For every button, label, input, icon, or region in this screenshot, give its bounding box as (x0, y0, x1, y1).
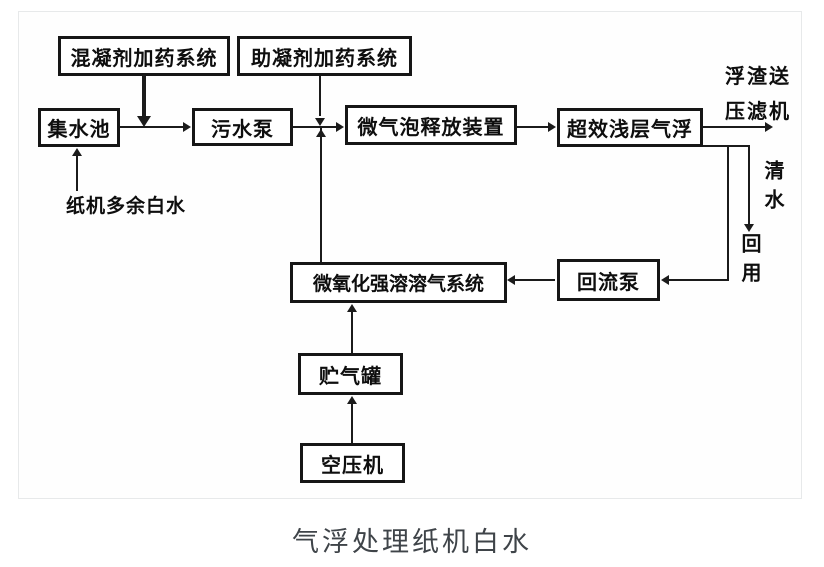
flow-line-daf-to-press (703, 126, 765, 128)
node-coagulant-aid-dosing: 助凝剂加药系统 (237, 36, 412, 76)
arrow-down-icon (744, 224, 754, 232)
flow-line-recycle-down (727, 145, 729, 281)
flow-line-daf-bottom (703, 145, 750, 147)
node-shallow-air-flotation: 超效浅层气浮 (557, 108, 703, 147)
node-micro-oxidation-dissolved-air-system: 微氧化强溶溶气系统 (290, 262, 507, 303)
flow-line-pump-to-dissolved (514, 279, 555, 281)
node-sewage-pump: 污水泵 (192, 108, 293, 146)
flow-line-tank-to-dissolved (351, 312, 353, 353)
label-influent-white-water: 纸机多余白水 (66, 196, 187, 217)
flow-line-dissolved-air-up (320, 128, 322, 262)
arrow-right-icon (183, 122, 191, 132)
flow-line-compressor-to-tank (351, 404, 353, 443)
label-reuse: 回用 (738, 233, 760, 291)
arrow-up-icon (316, 129, 326, 137)
arrow-up-icon (72, 148, 82, 156)
flow-line-clear-water-down (748, 145, 750, 226)
label-scum-line2: 压滤机 (725, 101, 791, 123)
arrow-down-icon (137, 116, 151, 127)
figure-caption: 气浮处理纸机白水 (292, 527, 532, 557)
flow-line-to-reflux-pump (669, 279, 729, 281)
flow-line-pump-to-release (293, 126, 337, 128)
arrow-right-icon (765, 122, 773, 132)
label-scum-line1: 浮渣送 (725, 66, 791, 88)
flow-line-coagulant-down (142, 75, 146, 117)
node-microbubble-release-device: 微气泡释放装置 (345, 105, 517, 145)
arrow-down-icon (315, 118, 325, 126)
arrow-up-icon (347, 396, 357, 404)
node-gas-storage-tank: 贮气罐 (298, 353, 403, 395)
flow-line-aid-down (319, 76, 321, 116)
flow-line-release-to-daf (517, 126, 549, 128)
node-reflux-pump: 回流泵 (557, 259, 660, 301)
node-coagulant-dosing: 混凝剂加药系统 (58, 36, 230, 76)
arrow-right-icon (336, 122, 344, 132)
figure-frame (18, 11, 802, 499)
node-air-compressor: 空压机 (300, 443, 405, 483)
arrow-up-icon (347, 304, 357, 312)
flow-line-influent-up (76, 153, 78, 191)
node-collection-tank: 集水池 (38, 108, 120, 147)
flow-line-tank-to-pump (120, 126, 186, 128)
arrow-right-icon (548, 122, 556, 132)
arrow-left-icon (661, 275, 669, 285)
arrow-left-icon (507, 275, 515, 285)
label-clear-water: 清水 (761, 160, 783, 218)
